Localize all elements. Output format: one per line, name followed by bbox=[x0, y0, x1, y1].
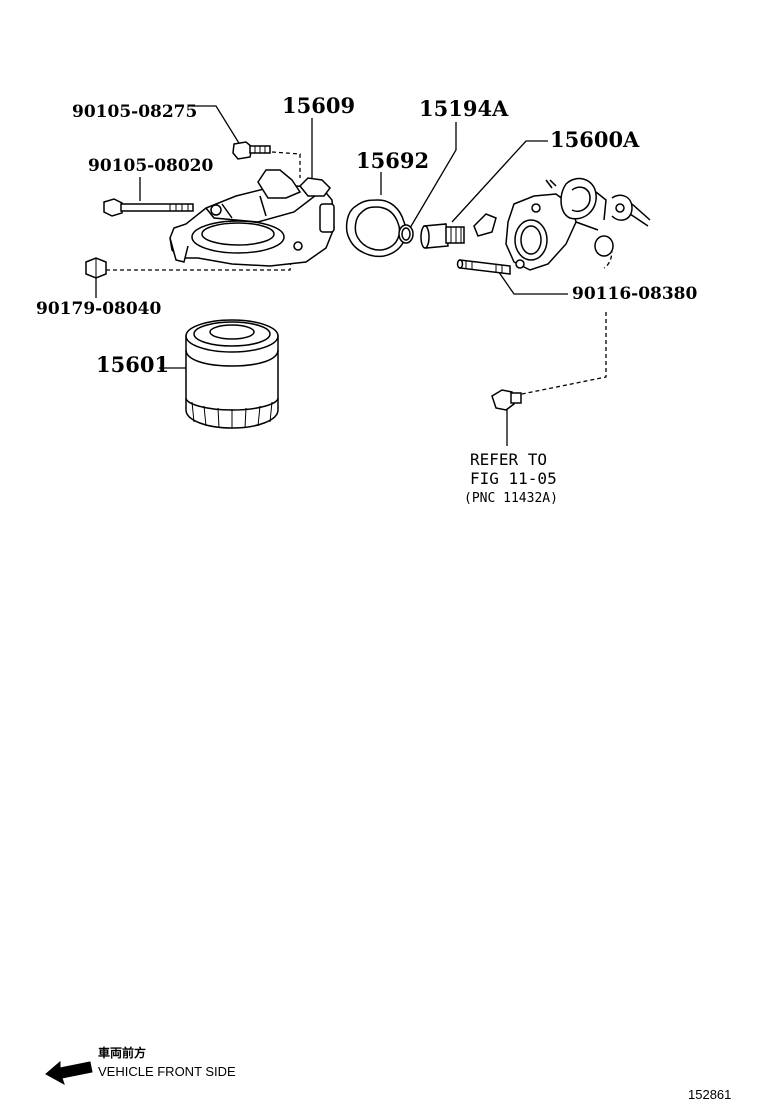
legend-english: VEHICLE FRONT SIDE bbox=[98, 1064, 236, 1079]
legend-japanese: 車両前方 bbox=[98, 1045, 146, 1060]
label-90116-08380[interactable]: 90116-08380 bbox=[572, 284, 698, 304]
gasket-15692-icon[interactable] bbox=[345, 199, 407, 258]
drain-plug-icon[interactable] bbox=[491, 389, 522, 411]
bolt-90105-08275-icon[interactable] bbox=[232, 141, 271, 160]
label-15194a[interactable]: 15194A bbox=[419, 96, 509, 121]
figure-number: 152861 bbox=[688, 1087, 731, 1102]
dashed-guides bbox=[106, 150, 613, 395]
label-90105-08275[interactable]: 90105-08275 bbox=[72, 102, 197, 122]
label-15609[interactable]: 15609 bbox=[282, 93, 355, 118]
label-90179-08040[interactable]: 90179-08040 bbox=[36, 299, 162, 319]
stud-90116-08380-icon[interactable] bbox=[456, 259, 511, 275]
refer-line-1: REFER TO bbox=[470, 450, 547, 469]
filter-bracket-15609-icon[interactable] bbox=[169, 169, 335, 267]
label-15692[interactable]: 15692 bbox=[356, 148, 429, 173]
leader-lines bbox=[95, 105, 568, 446]
label-15600a[interactable]: 15600A bbox=[550, 127, 640, 152]
oil-filter-15601-icon[interactable] bbox=[185, 319, 279, 429]
refer-line-2[interactable]: FIG 11-05 bbox=[470, 469, 557, 488]
label-15601[interactable]: 15601 bbox=[96, 352, 169, 377]
union-fitting-icon[interactable] bbox=[420, 223, 465, 249]
refer-line-3: (PNC 11432A) bbox=[464, 491, 558, 506]
oring-15194a-icon[interactable] bbox=[398, 224, 414, 244]
bolt-90105-08020-icon[interactable] bbox=[103, 198, 194, 217]
housing-15600a-icon[interactable] bbox=[473, 177, 651, 271]
label-90105-08020[interactable]: 90105-08020 bbox=[88, 156, 214, 176]
nut-90179-08040-icon[interactable] bbox=[85, 257, 107, 279]
arrow-left-icon bbox=[45, 1060, 93, 1086]
